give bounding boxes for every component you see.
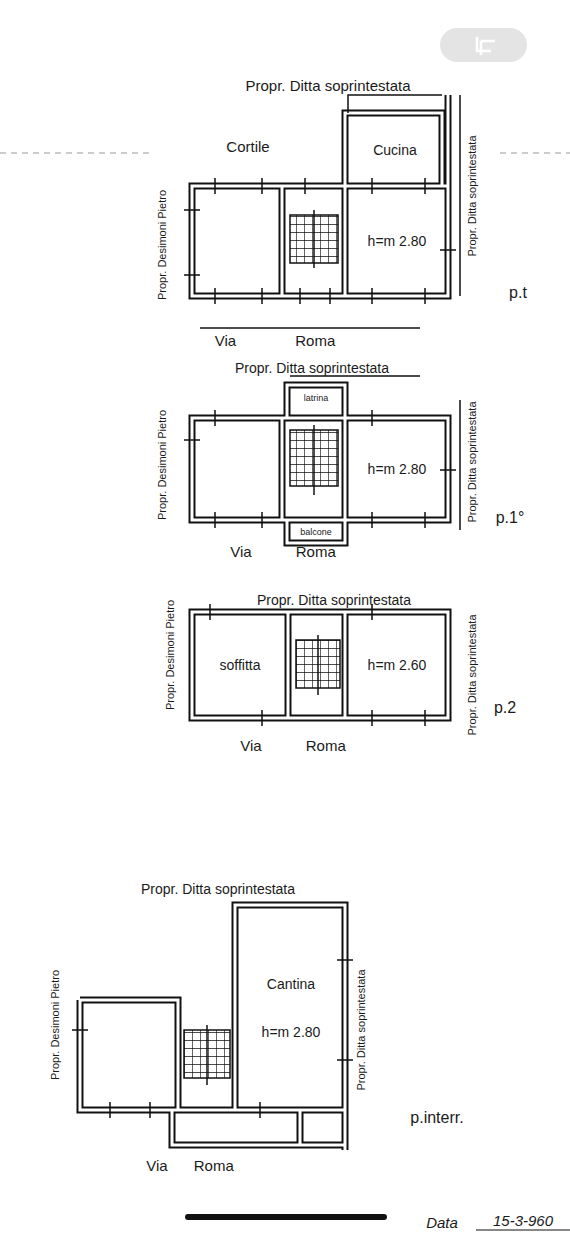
note-label: p.interr. bbox=[410, 1110, 463, 1126]
street-label: Via Roma bbox=[240, 738, 346, 753]
room-label: balcone bbox=[300, 528, 332, 537]
note-label: p.2 bbox=[494, 700, 516, 716]
room: soffitta bbox=[196, 616, 284, 714]
room: h=m 2.60 bbox=[350, 616, 444, 714]
note-label: Propr. Ditta soprintestata bbox=[245, 78, 410, 93]
note-label: Propr. Ditta soprintestata bbox=[257, 593, 411, 607]
room: h=m 2.80 bbox=[350, 422, 444, 516]
street-label: Via Roma bbox=[215, 333, 336, 348]
note-label: p.t bbox=[509, 285, 527, 301]
boundary-label: Propr. Ditta soprintestata bbox=[467, 135, 478, 256]
boundary-label: Propr. Desimoni Pietro bbox=[157, 410, 168, 520]
boundary-label: Propr. Desimoni Pietro bbox=[50, 970, 61, 1080]
room-label: soffitta bbox=[220, 658, 261, 672]
room-label: h=m 2.80 bbox=[368, 234, 427, 248]
boundary-label: Propr. Desimoni Pietro bbox=[157, 190, 168, 300]
room: balcone bbox=[290, 523, 342, 541]
room-label: h=m 2.80 bbox=[262, 1025, 321, 1039]
room: h=m 2.80 bbox=[350, 190, 444, 292]
note-label: Propr. Ditta soprintestata bbox=[235, 361, 389, 375]
note-label: 15-3-960 bbox=[493, 1213, 553, 1228]
note-label: Cortile bbox=[226, 139, 269, 154]
street-label: Via Roma bbox=[146, 1158, 234, 1173]
boundary-label: Propr. Desimoni Pietro bbox=[165, 600, 176, 710]
boundary-label: Propr. Ditta soprintestata bbox=[356, 969, 367, 1090]
note-label: p.1° bbox=[496, 510, 525, 526]
boundary-label: Propr. Ditta soprintestata bbox=[467, 614, 478, 735]
note-label: Data bbox=[426, 1215, 458, 1230]
note-label: Propr. Ditta soprintestata bbox=[141, 882, 295, 896]
room: Cantina h=m 2.80 bbox=[240, 910, 342, 1106]
room-label: Cucina bbox=[373, 143, 417, 157]
room: latrina bbox=[290, 388, 342, 408]
room-label: latrina bbox=[304, 394, 329, 403]
room-label: h=m 2.80 bbox=[368, 462, 427, 476]
room-label: h=m 2.60 bbox=[368, 658, 427, 672]
boundary-label: Propr. Ditta soprintestata bbox=[467, 401, 478, 522]
street-label: Via Roma bbox=[230, 544, 336, 559]
room: Cucina bbox=[352, 118, 438, 182]
room-label: Cantina bbox=[267, 977, 315, 991]
